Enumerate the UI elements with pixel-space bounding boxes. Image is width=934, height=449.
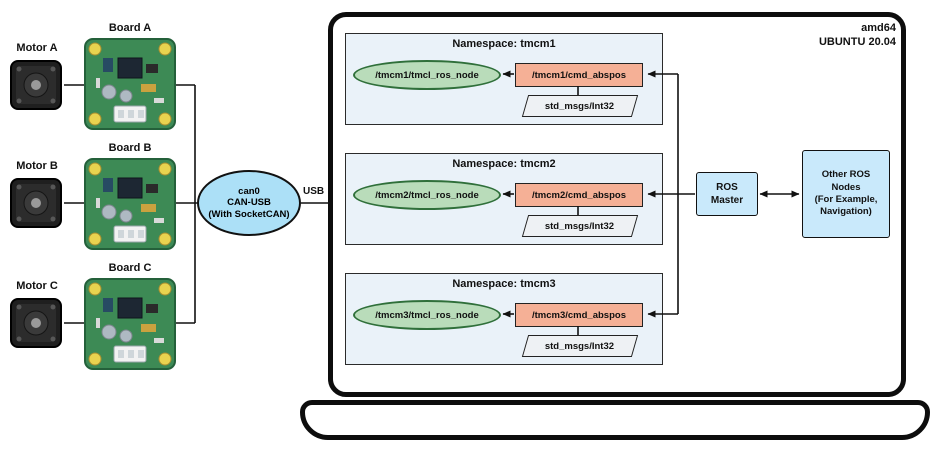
msg-type-tmcm1: std_msgs/Int32	[521, 95, 639, 117]
msg-type-tmcm3: std_msgs/Int32	[521, 335, 639, 357]
motor-b-image	[10, 178, 62, 228]
motor-c-image	[10, 298, 62, 348]
can-usb-adapter-node: can0 CAN-USB (With SocketCAN)	[197, 170, 301, 236]
motor-c-label: Motor C	[16, 280, 58, 292]
msg-type-tmcm2-label: std_msgs/Int32	[545, 220, 615, 232]
namespace-box-tmcm1: Namespace: tmcm1 /tmcm1/tmcl_ros_node /t…	[345, 33, 663, 125]
motor-b-label: Motor B	[16, 160, 58, 172]
other-ros-nodes-box: Other ROS Nodes (For Example, Navigation…	[802, 150, 890, 238]
motor-a-image	[10, 60, 62, 110]
ros-node-tmcm3: /tmcm3/tmcl_ros_node	[353, 300, 501, 330]
namespace-title-tmcm3: Namespace: tmcm3	[452, 278, 556, 290]
topic-tmcm3-cmd-abspos: /tmcm3/cmd_abspos	[515, 303, 643, 327]
ros-node-tmcm2: /tmcm2/tmcl_ros_node	[353, 180, 501, 210]
board-c-label: Board C	[108, 262, 152, 274]
namespace-title-tmcm2: Namespace: tmcm2	[452, 158, 556, 170]
topic-tmcm1-cmd-abspos: /tmcm1/cmd_abspos	[515, 63, 643, 87]
namespace-box-tmcm2: Namespace: tmcm2 /tmcm2/tmcl_ros_node /t…	[345, 153, 663, 245]
msg-type-tmcm2: std_msgs/Int32	[521, 215, 639, 237]
board-a-image	[84, 38, 176, 130]
topic-tmcm2-cmd-abspos: /tmcm2/cmd_abspos	[515, 183, 643, 207]
usb-link-label: USB	[303, 186, 325, 197]
msg-type-tmcm1-label: std_msgs/Int32	[545, 100, 615, 112]
board-b-label: Board B	[108, 142, 152, 154]
motor-a-label: Motor A	[16, 42, 58, 54]
ros-node-tmcm1: /tmcm1/tmcl_ros_node	[353, 60, 501, 90]
msg-type-tmcm3-label: std_msgs/Int32	[545, 340, 615, 352]
namespace-title-tmcm1: Namespace: tmcm1	[452, 38, 556, 50]
laptop-base	[300, 400, 930, 440]
namespace-box-tmcm3: Namespace: tmcm3 /tmcm3/tmcl_ros_node /t…	[345, 273, 663, 365]
platform-label: amd64 UBUNTU 20.04	[818, 22, 896, 48]
board-a-label: Board A	[108, 22, 152, 34]
board-c-image	[84, 278, 176, 370]
ros-master-box: ROS Master	[696, 172, 758, 216]
board-b-image	[84, 158, 176, 250]
